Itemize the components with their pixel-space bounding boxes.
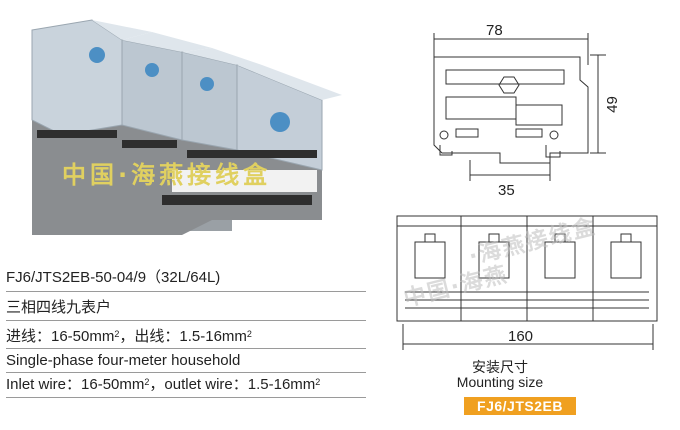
model-line: FJ6/JTS2EB-50-04/9（32L/64L)	[6, 269, 221, 286]
side-view-drawing	[433, 33, 606, 181]
divider-1	[6, 291, 366, 292]
wire-en-in-sup: 2	[144, 377, 150, 387]
divider-2	[6, 320, 366, 321]
model-badge: FJ6/JTS2EB	[464, 397, 576, 415]
caption-en: Mounting size	[456, 374, 544, 390]
desc-en: Single-phase four-meter household	[6, 352, 241, 369]
wire-en-in: Inlet wire：16-50mm	[6, 376, 145, 393]
product-photo: 中国·海燕接线盒	[22, 10, 342, 240]
wire-cn-in-sup: 2	[114, 329, 120, 339]
front-view-drawing	[396, 215, 658, 350]
wire-cn-in: 进线：16-50mm	[6, 328, 115, 345]
divider-5	[6, 397, 366, 398]
wire-en: Inlet wire：16-50mm2，outlet wire：1.5-16mm…	[6, 375, 366, 395]
wire-cn-out: ，出线：1.5-16mm	[119, 328, 247, 345]
photo-watermark: 中国·海燕接线盒	[62, 161, 272, 189]
wire-cn-out-sup: 2	[246, 329, 252, 339]
dim-total-label: 160	[508, 328, 534, 345]
dim-width-label: 78	[486, 22, 503, 39]
dim-rail-label: 35	[498, 182, 515, 199]
caption-cn: 安装尺寸	[472, 359, 528, 375]
divider-4	[6, 372, 366, 373]
wire-en-out: ，outlet wire：1.5-16mm	[149, 376, 316, 393]
divider-3	[6, 348, 366, 349]
dim-height-label: 49	[603, 96, 621, 113]
wire-en-out-sup: 2	[315, 377, 321, 387]
wire-cn: 进线：16-50mm2，出线：1.5-16mm2	[6, 327, 366, 347]
desc-cn: 三相四线九表户	[6, 299, 112, 316]
